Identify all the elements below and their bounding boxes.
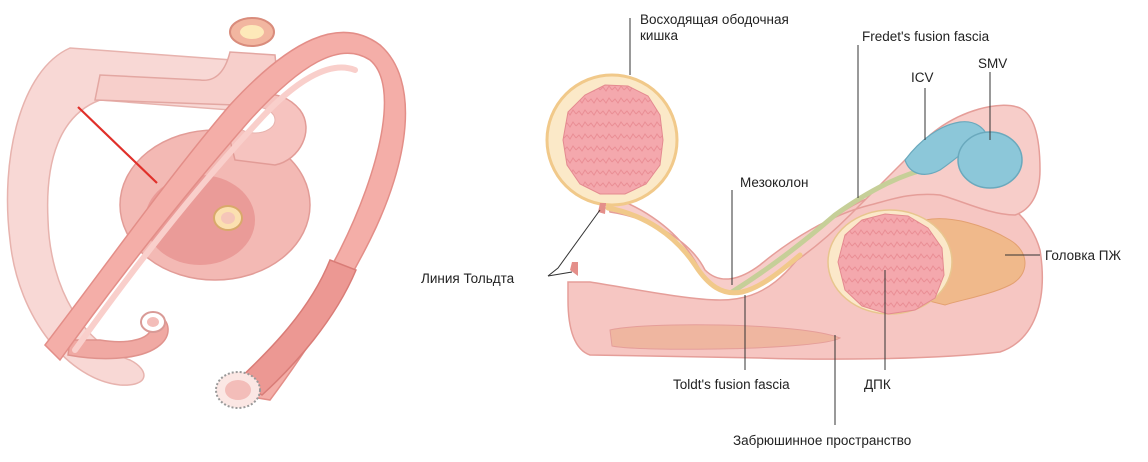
duodenum-mucosa (838, 214, 944, 314)
red-cut-line (78, 107, 157, 183)
label-retroperitoneum: Забрюшинное пространство (733, 433, 911, 448)
toldt-fascia-line (608, 208, 800, 293)
smv-vessel (958, 132, 1022, 188)
label-duodenum: ДПК (864, 377, 891, 392)
cut-vessel-bottom-lumen (225, 380, 251, 400)
label-ascending-colon-line1: Восходящая ободочная (640, 12, 789, 27)
cut-duct-middle-lumen (221, 212, 235, 224)
right-cross-section: Восходящая ободочная кишка Fredet's fusi… (421, 12, 1121, 448)
label-icv: ICV (911, 70, 934, 85)
label-ascending-colon-line2: кишка (640, 28, 678, 43)
label-toldt-fascia: Toldt's fusion fascia (673, 377, 790, 392)
label-pancreas-head: Головка ПЖ (1045, 248, 1121, 263)
left-intestine-illustration (8, 18, 406, 408)
toldt-line-stub-lower (570, 262, 578, 276)
lower-vessel-tube (238, 260, 356, 395)
label-mesocolon: Мезоколон (740, 175, 808, 190)
ascending-colon-mucosa (563, 85, 663, 194)
label-smv: SMV (978, 56, 1007, 71)
label-toldt-line: Линия Тольдта (421, 271, 515, 286)
label-fredet-fascia: Fredet's fusion fascia (862, 29, 990, 44)
cut-vessel-top-lumen (240, 25, 264, 39)
cut-hook-end-lumen (147, 317, 159, 327)
